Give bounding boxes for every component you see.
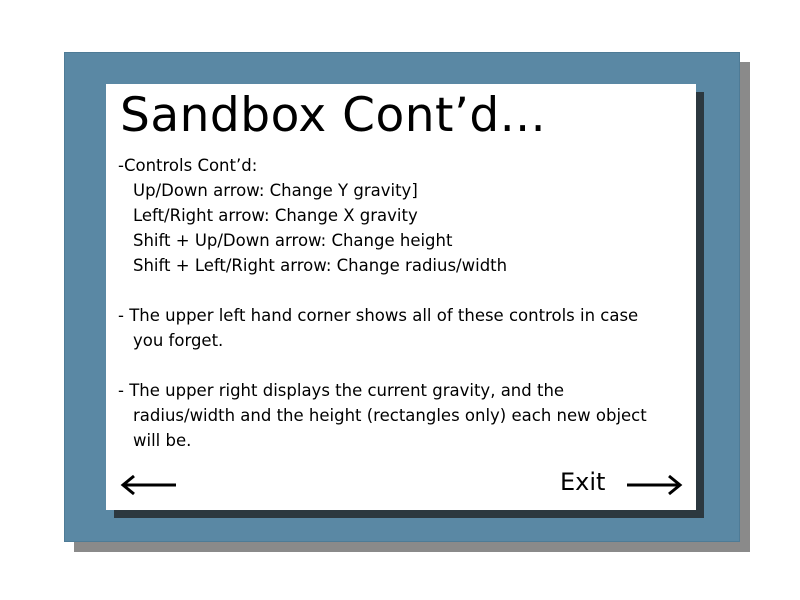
control-line-up-down: Up/Down arrow: Change Y gravity] (133, 181, 418, 200)
page-title: Sandbox Cont’d... (120, 88, 547, 143)
control-line-left-right: Left/Right arrow: Change X gravity (133, 206, 418, 225)
upper-left-note-cont: you forget. (133, 331, 224, 350)
left-arrow-icon[interactable] (120, 474, 178, 496)
control-line-shift-up-down: Shift + Up/Down arrow: Change height (133, 231, 453, 250)
instructions-panel (106, 84, 696, 510)
upper-right-note: - The upper right displays the current g… (118, 381, 565, 400)
controls-heading: -Controls Cont’d: (118, 156, 258, 175)
upper-left-note: - The upper left hand corner shows all o… (118, 306, 639, 325)
upper-right-note-cont-1: radius/width and the height (rectangles … (133, 406, 647, 425)
right-arrow-icon[interactable] (625, 474, 683, 496)
exit-button[interactable]: Exit (560, 468, 606, 496)
upper-right-note-cont-2: will be. (133, 431, 192, 450)
control-line-shift-left-right: Shift + Left/Right arrow: Change radius/… (133, 256, 508, 275)
